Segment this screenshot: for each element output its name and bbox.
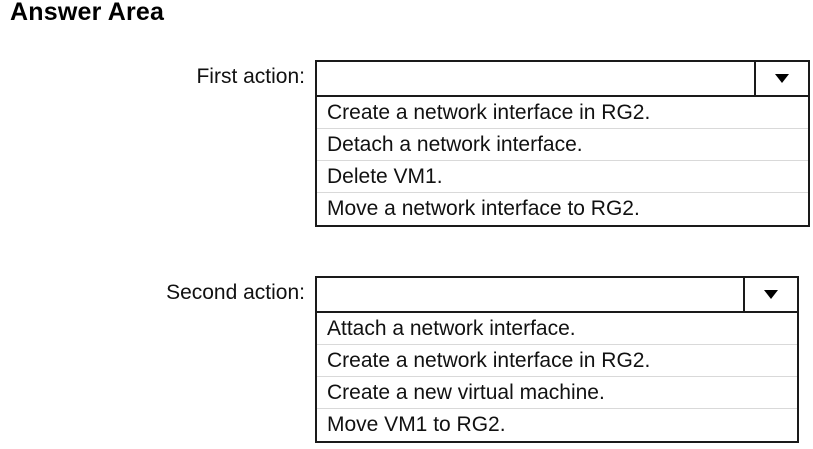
second-action-option-2[interactable]: Create a new virtual machine. <box>317 377 797 409</box>
first-action-option-3[interactable]: Move a network interface to RG2. <box>317 193 808 225</box>
first-action-selected-value[interactable] <box>317 62 754 95</box>
first-action-dropdown-button[interactable] <box>754 62 808 95</box>
second-action-option-0[interactable]: Attach a network interface. <box>317 313 797 345</box>
first-action-option-1[interactable]: Detach a network interface. <box>317 129 808 161</box>
second-action-option-list: Attach a network interface. Create a net… <box>315 313 799 443</box>
first-action-combobox[interactable] <box>315 60 810 97</box>
first-action-label: First action: <box>196 65 305 88</box>
second-action-selected-value[interactable] <box>317 278 743 311</box>
second-action-dropdown-button[interactable] <box>743 278 797 311</box>
second-action-option-1[interactable]: Create a network interface in RG2. <box>317 345 797 377</box>
chevron-down-icon <box>764 290 778 299</box>
chevron-down-icon <box>775 74 789 83</box>
second-action-label: Second action: <box>166 281 305 304</box>
first-action-option-0[interactable]: Create a network interface in RG2. <box>317 97 808 129</box>
first-action-option-2[interactable]: Delete VM1. <box>317 161 808 193</box>
second-action-option-3[interactable]: Move VM1 to RG2. <box>317 409 797 441</box>
first-action-option-list: Create a network interface in RG2. Detac… <box>315 97 810 227</box>
page-title: Answer Area <box>10 0 165 26</box>
second-action-combobox[interactable] <box>315 276 799 313</box>
